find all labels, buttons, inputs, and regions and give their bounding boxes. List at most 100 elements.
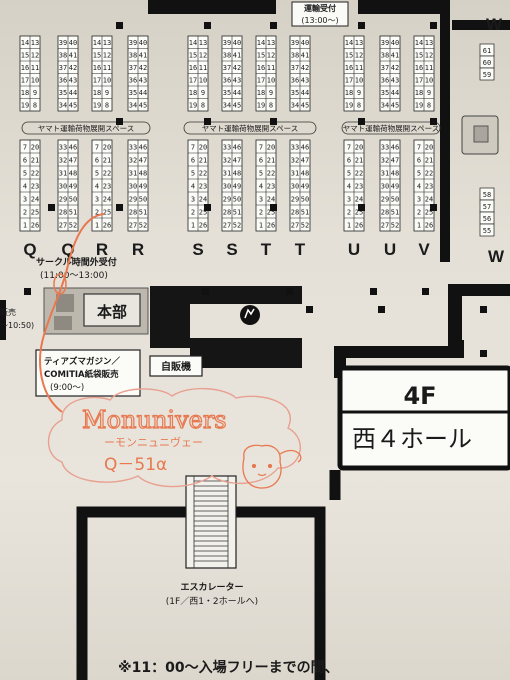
booth-number[interactable]: 31 (59, 169, 67, 177)
booth-number[interactable]: 44 (139, 89, 147, 97)
booth-number[interactable]: 9 (201, 89, 205, 97)
booth-number[interactable]: 37 (59, 64, 67, 72)
booth-number[interactable]: 46 (139, 143, 147, 151)
booth-number[interactable]: 15 (345, 52, 353, 60)
booth-number[interactable]: 26 (267, 221, 275, 229)
booth-number[interactable]: 7 (417, 143, 421, 151)
booth-number[interactable]: 17 (93, 77, 101, 85)
booth-number[interactable]: 13 (267, 39, 275, 47)
booth-number[interactable]: 55 (483, 227, 491, 235)
booth-number[interactable]: 13 (103, 39, 111, 47)
booth-number[interactable]: 29 (59, 195, 67, 203)
booth-number[interactable]: 48 (139, 169, 147, 177)
booth-number[interactable]: 25 (31, 208, 39, 216)
booth-number[interactable]: 4 (347, 182, 351, 190)
booth-number[interactable]: 36 (381, 77, 389, 85)
booth-number[interactable]: 28 (129, 208, 137, 216)
booth-number[interactable]: 21 (425, 156, 433, 164)
booth-number[interactable]: 22 (355, 169, 363, 177)
booth-number[interactable]: 6 (417, 156, 421, 164)
booth-number[interactable]: 36 (291, 77, 299, 85)
booth-number[interactable]: 25 (199, 208, 207, 216)
booth-number[interactable]: 10 (355, 77, 363, 85)
booth-number[interactable]: 42 (301, 64, 309, 72)
booth-number[interactable]: 24 (267, 195, 275, 203)
booth-number[interactable]: 24 (199, 195, 207, 203)
booth-number[interactable]: 36 (59, 77, 67, 85)
booth-number[interactable]: 13 (31, 39, 39, 47)
booth-number[interactable]: 12 (425, 52, 433, 60)
booth-number[interactable]: 15 (415, 52, 423, 60)
booth-number[interactable]: 12 (31, 52, 39, 60)
booth-number[interactable]: 10 (103, 77, 111, 85)
booth-number[interactable]: 40 (69, 39, 77, 47)
booth-number[interactable]: 43 (69, 77, 77, 85)
booth-number[interactable]: 23 (355, 182, 363, 190)
booth-number[interactable]: 40 (301, 39, 309, 47)
booth-number[interactable]: 26 (355, 221, 363, 229)
booth-number[interactable]: 14 (415, 39, 423, 47)
booth-number[interactable]: 23 (199, 182, 207, 190)
booth-number[interactable]: 29 (223, 195, 231, 203)
booth-number[interactable]: 41 (301, 52, 309, 60)
booth-number[interactable]: 15 (21, 52, 29, 60)
booth-number[interactable]: 20 (31, 143, 39, 151)
booth-number[interactable]: 33 (59, 143, 67, 151)
booth-number[interactable]: 16 (257, 64, 265, 72)
booth-number[interactable]: 2 (23, 208, 27, 216)
booth-number[interactable]: 6 (347, 156, 351, 164)
booth-number[interactable]: 39 (59, 39, 67, 47)
booth-number[interactable]: 46 (301, 143, 309, 151)
booth-number[interactable]: 32 (223, 156, 231, 164)
booth-number[interactable]: 34 (291, 102, 299, 110)
booth-number[interactable]: 45 (139, 102, 147, 110)
booth-number[interactable]: 16 (21, 64, 29, 72)
booth-number[interactable]: 30 (59, 182, 67, 190)
booth-number[interactable]: 20 (199, 143, 207, 151)
booth-number[interactable]: 32 (291, 156, 299, 164)
booth-number[interactable]: 20 (267, 143, 275, 151)
booth-number[interactable]: 24 (103, 195, 111, 203)
booth-number[interactable]: 32 (129, 156, 137, 164)
booth-number[interactable]: 38 (59, 52, 67, 60)
booth-number[interactable]: 29 (129, 195, 137, 203)
booth-number[interactable]: 4 (259, 182, 263, 190)
booth-number[interactable]: 8 (357, 102, 361, 110)
booth-number[interactable]: 2 (259, 208, 263, 216)
booth-number[interactable]: 52 (391, 221, 399, 229)
booth-number[interactable]: 12 (267, 52, 275, 60)
booth-number[interactable]: 17 (21, 77, 29, 85)
booth-number[interactable]: 45 (233, 102, 241, 110)
booth-number[interactable]: 4 (417, 182, 421, 190)
booth-number[interactable]: 22 (425, 169, 433, 177)
booth-number[interactable]: 11 (425, 64, 433, 72)
booth-number[interactable]: 17 (257, 77, 265, 85)
booth-number[interactable]: 9 (105, 89, 109, 97)
booth-number[interactable]: 11 (103, 64, 111, 72)
booth-number[interactable]: 46 (391, 143, 399, 151)
booth-number[interactable]: 35 (223, 89, 231, 97)
booth-number[interactable]: 49 (139, 182, 147, 190)
booth-number[interactable]: 3 (95, 195, 99, 203)
booth-number[interactable]: 36 (129, 77, 137, 85)
booth-number[interactable]: 45 (301, 102, 309, 110)
booth-number[interactable]: 51 (69, 208, 77, 216)
booth-number[interactable]: 50 (391, 195, 399, 203)
booth-number[interactable]: 26 (199, 221, 207, 229)
booth-number[interactable]: 58 (483, 191, 491, 199)
booth-number[interactable]: 39 (129, 39, 137, 47)
booth-number[interactable]: 16 (345, 64, 353, 72)
booth-number[interactable]: 17 (189, 77, 197, 85)
booth-number[interactable]: 51 (391, 208, 399, 216)
booth-number[interactable]: 30 (381, 182, 389, 190)
booth-number[interactable]: 12 (355, 52, 363, 60)
booth-number[interactable]: 42 (139, 64, 147, 72)
booth-number[interactable]: 35 (129, 89, 137, 97)
booth-number[interactable]: 23 (103, 182, 111, 190)
booth-number[interactable]: 9 (33, 89, 37, 97)
booth-number[interactable]: 50 (233, 195, 241, 203)
booth-number[interactable]: 40 (139, 39, 147, 47)
booth-number[interactable]: 40 (233, 39, 241, 47)
booth-number[interactable]: 7 (347, 143, 351, 151)
booth-number[interactable]: 3 (191, 195, 195, 203)
